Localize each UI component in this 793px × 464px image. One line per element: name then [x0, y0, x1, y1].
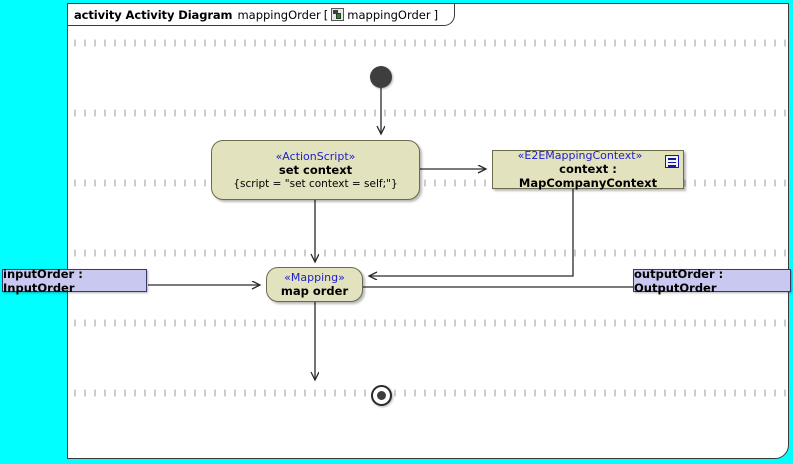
grid-dots-background-vertical — [68, 4, 788, 458]
pin-output-order[interactable]: outputOrder : OutputOrder — [633, 266, 791, 295]
context-object-stereotype: «E2EMappingContext» — [517, 149, 643, 162]
final-node[interactable] — [371, 385, 392, 406]
note-list-icon — [665, 155, 679, 168]
grid-dots-background — [68, 4, 788, 458]
pin-output-order-label: outputOrder : OutputOrder — [634, 266, 724, 295]
object-node-context[interactable]: «E2EMappingContext» context : MapCompany… — [492, 149, 684, 190]
frame-bracket-open: [ — [323, 7, 329, 22]
map-order-stereotype: «Mapping» — [284, 271, 345, 284]
frame-title-tab: activity Activity Diagram mappingOrder [… — [68, 4, 456, 26]
pin-input-order[interactable]: inputOrder : InputOrder — [2, 266, 147, 295]
pin-input-order-label: inputOrder : InputOrder — [3, 266, 83, 295]
frame-keyword: activity Activity Diagram — [74, 7, 233, 22]
action-node-set-context[interactable]: «ActionScript» set context {script = "se… — [211, 140, 420, 200]
activity-diagram-icon — [331, 8, 345, 21]
activity-diagram-frame[interactable]: «ActionScript» set context {script = "se… — [67, 3, 789, 459]
frame-badge-label: mappingOrder — [347, 7, 431, 22]
set-context-script: {script = "set context = self;"} — [233, 177, 398, 190]
initial-node[interactable] — [370, 66, 392, 88]
edges-layer — [148, 88, 788, 459]
set-context-stereotype: «ActionScript» — [275, 149, 356, 163]
frame-name: mappingOrder — [237, 7, 321, 22]
edge-context-object-to-map-order — [369, 189, 574, 276]
context-object-name: context : MapCompanyContext — [518, 162, 658, 190]
set-context-name: set context — [278, 162, 353, 177]
map-order-name: map order — [280, 284, 349, 298]
action-node-map-order[interactable]: «Mapping» map order — [266, 267, 363, 302]
frame-bracket-close: ] — [433, 7, 439, 22]
